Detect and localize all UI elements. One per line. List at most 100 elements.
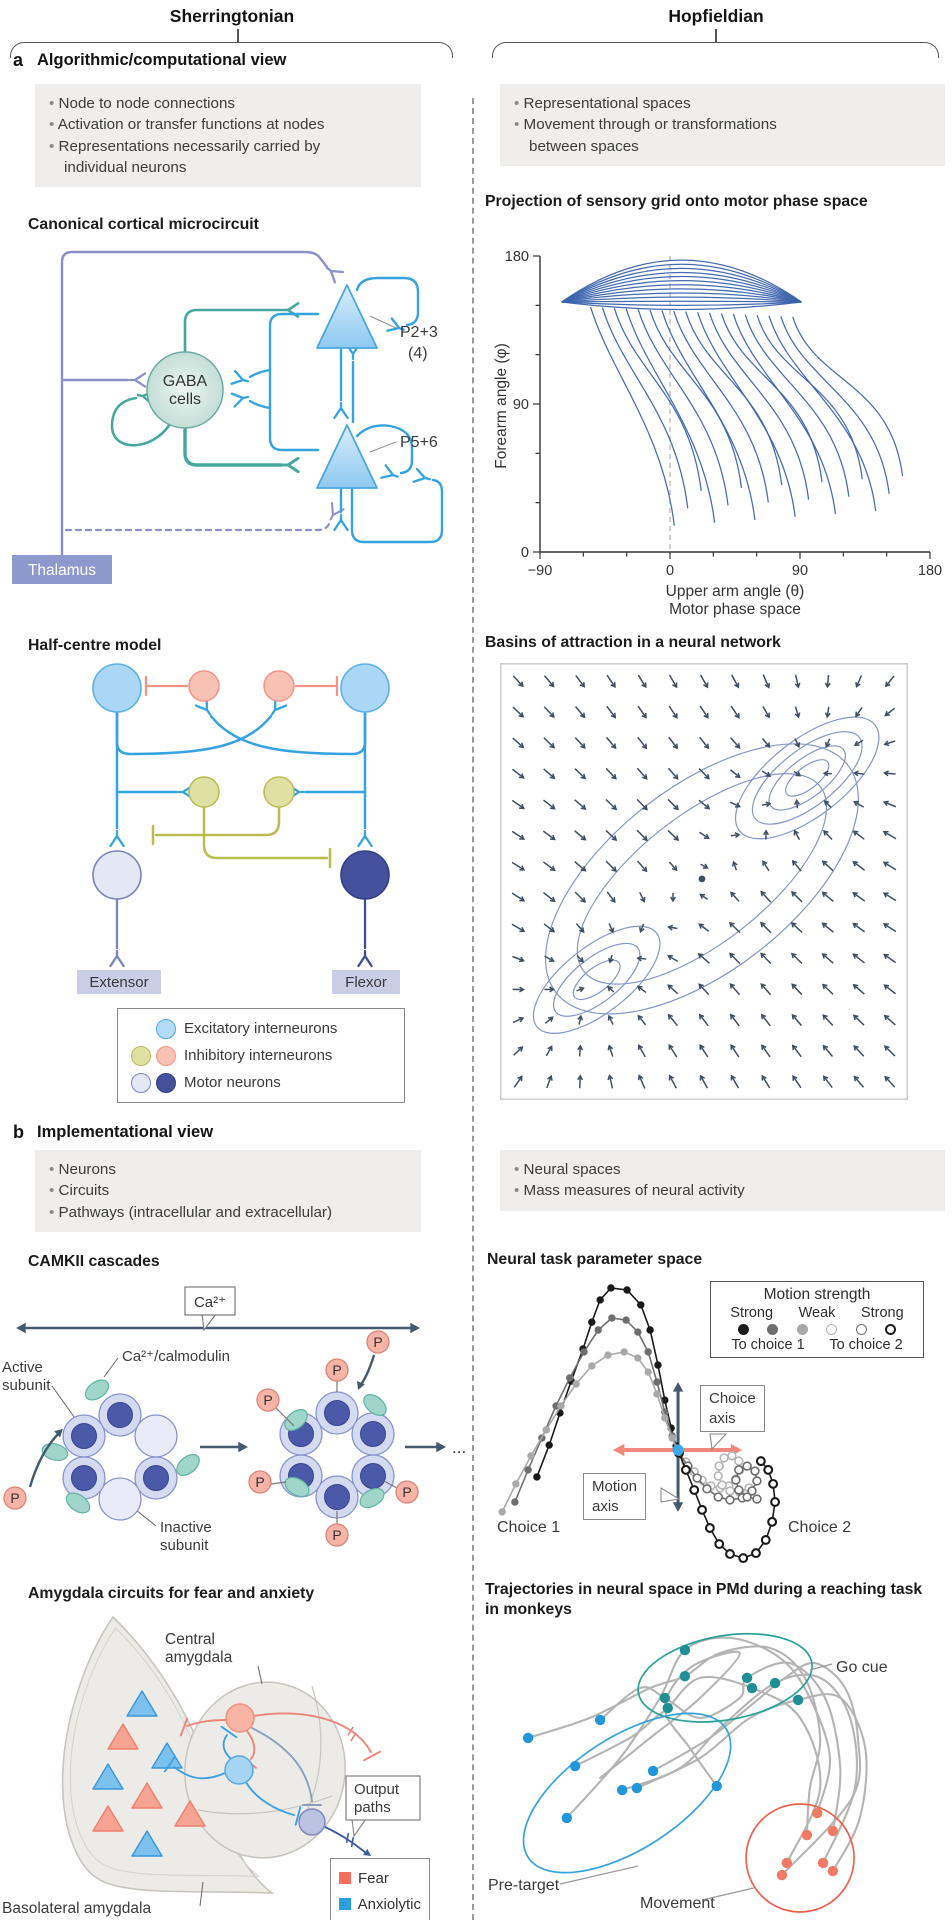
grid-tail-curve — [589, 306, 675, 526]
trajectory-dot — [607, 1284, 615, 1292]
synapse-fork-icon — [109, 829, 125, 848]
grid-curve — [561, 259, 802, 303]
strength-dot-icon — [796, 1324, 808, 1335]
arrowhead-icon — [672, 1502, 684, 1512]
amygdala-connection — [245, 1781, 295, 1816]
flow-arrow — [637, 736, 647, 749]
grid-curve — [561, 300, 802, 303]
flow-arrow — [699, 736, 709, 749]
flow-arrow — [853, 1045, 865, 1057]
neural-trajectory — [652, 1661, 862, 1877]
flow-arrow — [574, 737, 586, 749]
flow-arrow — [729, 922, 741, 934]
flow-arrow — [883, 923, 897, 933]
grid-tail-curve — [732, 313, 837, 515]
trajectory-dot-open — [752, 1476, 762, 1486]
flow-arrowhead — [763, 829, 770, 836]
flow-arrow — [730, 801, 740, 808]
contour-ellipse — [576, 773, 828, 985]
cluster-dot — [594, 1714, 606, 1726]
trajectory-dot-open — [750, 1466, 760, 1476]
neural-trajectory — [621, 1673, 858, 1864]
grid-tail-curve — [649, 309, 743, 489]
neural-trajectory — [574, 1676, 822, 1864]
grid-tail-curve — [720, 313, 823, 483]
neural-trajectory — [565, 1636, 832, 1819]
trajectory-dot-open — [725, 1486, 735, 1496]
hash-marks-icon — [347, 1726, 354, 1736]
arrowhead-icon — [363, 1848, 371, 1856]
legend-label: Inhibitory interneurons — [184, 1047, 333, 1064]
axon-path — [350, 478, 444, 544]
flow-arrow — [791, 983, 803, 996]
axon-path — [248, 399, 272, 410]
cluster-dot — [662, 1702, 673, 1714]
trajectory-dot-open — [734, 1456, 744, 1466]
flow-arrow — [699, 1014, 709, 1027]
flow-arrow — [760, 922, 772, 934]
amygdala-connection — [222, 1734, 231, 1759]
flow-arrow — [513, 1076, 523, 1088]
flow-arrow — [513, 1046, 523, 1056]
flow-arrow — [574, 706, 586, 718]
flow-arrowhead — [760, 952, 766, 959]
flow-arrow — [853, 984, 865, 995]
flow-arrow — [883, 953, 897, 964]
flow-arrowhead — [794, 742, 801, 749]
cluster-dot — [817, 1857, 829, 1869]
synapse-fork-icon — [357, 949, 373, 968]
amygdala-connection — [186, 1719, 227, 1727]
x-tick-label: 180 — [918, 563, 942, 579]
flow-arrowhead — [673, 835, 680, 842]
flow-arrow — [605, 767, 617, 780]
flow-arrow — [791, 922, 803, 934]
trajectory-dot-open — [742, 1461, 752, 1471]
flow-arrow — [826, 674, 830, 688]
flow-arrow — [884, 1076, 896, 1088]
contour-ellipse — [572, 959, 621, 1001]
flow-arrowhead — [518, 712, 525, 718]
flow-arrowhead — [882, 923, 889, 929]
axon-path — [209, 710, 367, 756]
pmd-trajectories-chart — [522, 1632, 868, 1913]
active-core — [143, 1465, 169, 1491]
flow-arrowhead — [884, 1075, 890, 1082]
grid-tail-curve — [792, 316, 904, 477]
grid-tail-curve — [756, 314, 863, 480]
flow-arrowhead — [607, 1014, 614, 1021]
flow-arrow — [606, 705, 616, 718]
flow-arrowhead — [728, 921, 735, 928]
arrowhead-icon — [436, 1441, 446, 1453]
trajectory-dot-open — [731, 1475, 741, 1485]
pmd-title: Trajectories in neural space in PMd duri… — [485, 1581, 923, 1619]
flow-arrowhead — [882, 830, 889, 837]
flow-arrowhead — [852, 922, 858, 929]
strength-scale-label: Strong — [860, 1305, 904, 1321]
flow-arrow — [608, 923, 614, 933]
flow-arrowhead — [790, 952, 797, 959]
flow-arrowhead — [611, 773, 617, 780]
flow-arrowhead — [638, 926, 645, 933]
bullet-dot-icon: • — [49, 95, 59, 112]
synapse-fork-icon — [357, 829, 373, 848]
trajectory-dot-open — [689, 1485, 700, 1495]
flow-arrowhead — [883, 984, 890, 990]
ca-box — [184, 1286, 236, 1316]
trajectory-dot-open — [734, 1485, 744, 1495]
flow-arrowhead — [637, 1014, 643, 1021]
trajectory-dot-open — [714, 1539, 725, 1549]
choice2-label: Choice 2 — [788, 1519, 852, 1536]
flow-arrowhead — [883, 1014, 890, 1021]
label-connector — [369, 315, 397, 329]
cluster-dot — [631, 1782, 643, 1794]
arrowhead-icon — [612, 1443, 625, 1457]
flow-arrowhead — [734, 713, 740, 719]
grid-tail-curve — [637, 309, 729, 506]
flow-arrow — [730, 1044, 740, 1058]
flow-arrowhead — [821, 860, 828, 866]
cluster-dot — [801, 1829, 813, 1841]
flow-arrow — [512, 675, 524, 687]
flow-arrow — [883, 831, 897, 840]
